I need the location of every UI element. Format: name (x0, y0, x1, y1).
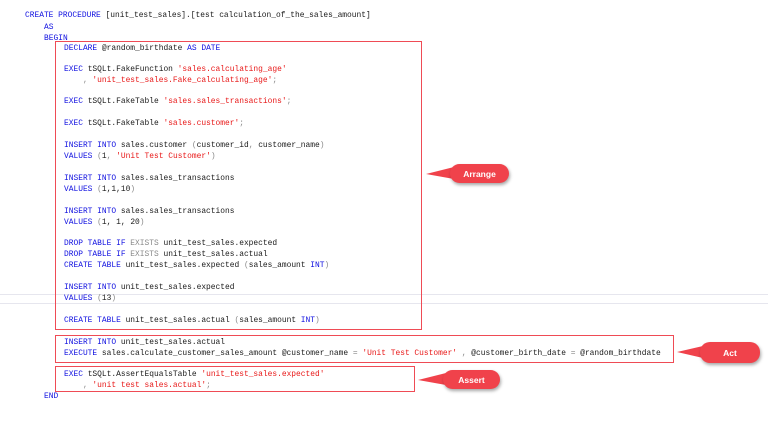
code-line: CREATE TABLE unit_test_sales.actual (sal… (64, 316, 320, 325)
code-line: INSERT INTO sales.customer (customer_id,… (64, 141, 325, 150)
code-line: EXECUTE sales.calculate_customer_sales_a… (64, 349, 661, 358)
code-line-as: AS (44, 23, 54, 32)
code-line: , 'unit_test_sales.Fake_calculating_age'… (64, 76, 278, 85)
code-line: INSERT INTO sales.sales_transactions (64, 174, 235, 183)
code-line: INSERT INTO sales.sales_transactions (64, 207, 235, 216)
arrange-section-box (55, 41, 422, 330)
act-section-box (55, 335, 674, 363)
editor-row-separator (0, 294, 768, 295)
act-callout: Act (700, 342, 760, 363)
arrange-callout-pointer-icon (426, 167, 454, 179)
code-line: INSERT INTO unit_test_sales.actual (64, 338, 226, 347)
code-line: EXEC tSQLt.FakeTable 'sales.customer'; (64, 119, 244, 128)
act-callout-pointer-icon (677, 346, 703, 358)
code-line: VALUES (1, 1, 20) (64, 218, 145, 227)
code-line: EXEC tSQLt.FakeFunction 'sales.calculati… (64, 65, 287, 74)
arrange-callout: Arrange (450, 164, 509, 183)
code-line-end: END (44, 392, 59, 401)
code-line: VALUES (1,1,10) (64, 185, 136, 194)
assert-callout: Assert (443, 370, 500, 389)
assert-section-box (55, 366, 415, 392)
code-line: , 'unit test sales.actual'; (64, 381, 211, 390)
code-line: INSERT INTO unit_test_sales.expected (64, 283, 235, 292)
code-line: EXEC tSQLt.AssertEqualsTable 'unit_test_… (64, 370, 325, 379)
code-line: VALUES (13) (64, 294, 117, 303)
code-line-begin: BEGIN (44, 34, 68, 43)
code-line: CREATE TABLE unit_test_sales.expected (s… (64, 261, 330, 270)
assert-callout-pointer-icon (418, 373, 446, 385)
code-line: EXEC tSQLt.FakeTable 'sales.sales_transa… (64, 97, 292, 106)
code-line: DECLARE @random_birthdate AS DATE (64, 44, 221, 53)
code-line-create-procedure: CREATE PROCEDURE [unit_test_sales].[test… (25, 11, 371, 20)
code-line: DROP TABLE IF EXISTS unit_test_sales.act… (64, 250, 268, 259)
code-line: VALUES (1, 'Unit Test Customer') (64, 152, 216, 161)
editor-row-separator (0, 303, 768, 304)
code-line: DROP TABLE IF EXISTS unit_test_sales.exp… (64, 239, 278, 248)
